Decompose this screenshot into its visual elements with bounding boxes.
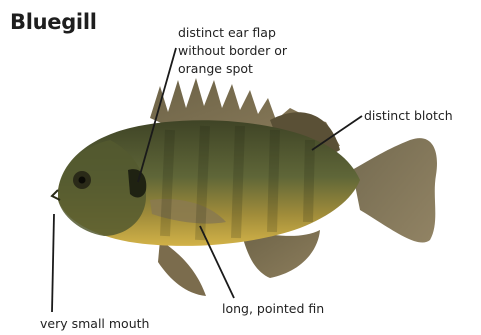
ear-flap-label: distinct ear flap without border or oran… bbox=[178, 24, 318, 78]
diagram-title: Bluegill bbox=[10, 10, 97, 34]
tail-fin bbox=[352, 138, 437, 242]
pelvic-fin bbox=[158, 240, 206, 296]
mouth-label: very small mouth bbox=[40, 315, 149, 333]
fin-label: long, pointed fin bbox=[222, 300, 324, 318]
mouth-leader-line bbox=[52, 214, 54, 312]
blotch-label: distinct blotch bbox=[364, 107, 453, 125]
